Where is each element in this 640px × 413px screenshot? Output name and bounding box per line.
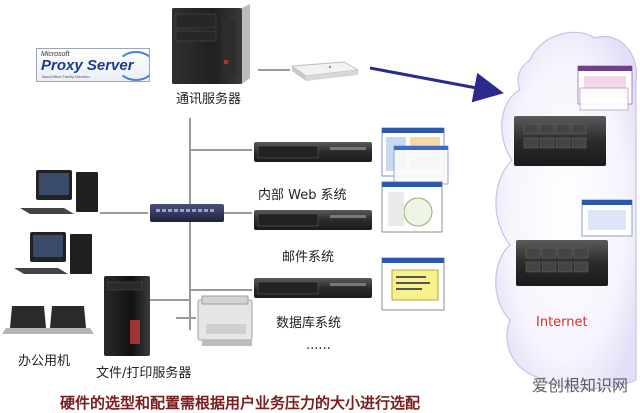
proxy-logo-swirl-icon (117, 51, 149, 81)
proxy-server-logo: Microsoft Proxy Server BackOffice Family… (36, 48, 150, 82)
connector-lines (100, 69, 290, 330)
web-screenshots-icon (381, 127, 449, 185)
internet-screenshots-top-icon (577, 65, 633, 111)
printer-icon (197, 295, 253, 346)
label-comm-server: 通讯服务器 (176, 92, 242, 107)
label-more: ...... (306, 338, 331, 353)
file-server-tower-icon (104, 276, 150, 356)
mail-rack-server-icon (254, 210, 372, 230)
laptop-2-icon (42, 306, 94, 334)
label-web-system: 内部 Web 系统 (258, 188, 347, 203)
comm-server-tower-icon (172, 4, 250, 84)
network-switch-icon (150, 204, 224, 222)
desktop-pc-1-icon (20, 170, 98, 214)
internet-server-bottom-icon (516, 240, 608, 286)
label-file-print-server: 文件/打印服务器 (96, 366, 192, 381)
internet-server-top-icon (514, 116, 606, 166)
site-watermark: 爱创根知识网 (531, 376, 628, 395)
internet-arrow (369, 66, 504, 103)
db-rack-server-icon (254, 278, 372, 298)
desktop-pc-2-icon (14, 232, 92, 274)
proxy-logo-tagline: BackOffice Family Member (42, 74, 90, 79)
web-rack-server-icon (254, 142, 372, 162)
laptop-1-icon (2, 306, 54, 334)
internet-screenshots-bottom-icon (581, 199, 633, 237)
proxy-logo-product: Proxy Server (41, 57, 134, 74)
label-office-pc: 办公用机 (18, 354, 71, 369)
label-mail-system: 邮件系统 (282, 250, 335, 265)
label-db-system: 数据库系统 (276, 316, 342, 331)
label-internet: Internet (536, 315, 588, 330)
db-screenshots-icon (381, 257, 445, 311)
router-icon (290, 61, 360, 81)
mail-screenshots-icon (381, 181, 443, 233)
proxy-logo-maker: Microsoft (41, 51, 70, 58)
